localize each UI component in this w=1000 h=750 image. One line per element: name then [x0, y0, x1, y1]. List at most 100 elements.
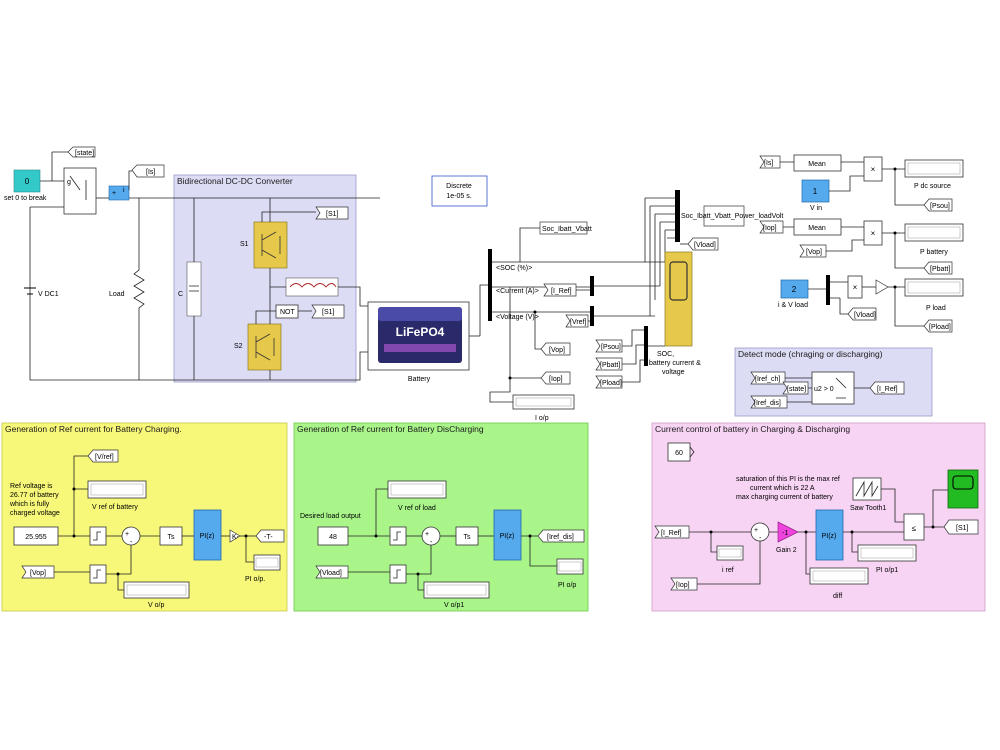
goto-pbatt[interactable]: [Pbatt] [923, 261, 953, 275]
not-gate[interactable]: NOT [275, 304, 299, 319]
from-iop-calc[interactable]: [Iop] [759, 220, 784, 234]
pi-control[interactable]: PI(z) [815, 509, 844, 561]
goto-soc[interactable]: Soc_Ibatt_Vbatt [539, 221, 592, 235]
goto-pload[interactable]: [Pload] [923, 319, 953, 333]
mult-3[interactable]: × [847, 275, 863, 299]
goto-vop[interactable]: [Vop] [540, 342, 571, 356]
mean-2[interactable]: Mean [793, 218, 842, 236]
gain-charging[interactable] [229, 529, 241, 543]
detect-mode: [Iref_ch] [state] [Iref_dis] u2 > 0 [I_R… [750, 371, 905, 409]
gain-2[interactable] [777, 521, 799, 543]
goto-vref-label: [V/ref] [95, 454, 114, 461]
display-vout-charging[interactable] [123, 581, 190, 599]
goto-iref-ch[interactable]: -T- [255, 529, 285, 543]
display-pi-charging[interactable] [253, 554, 281, 571]
ts-charging[interactable]: Ts [159, 526, 183, 546]
gain-pload[interactable] [875, 279, 889, 295]
display-pdc[interactable] [904, 159, 964, 178]
rate-limit-2[interactable] [89, 564, 107, 584]
goto-s1[interactable]: [S1] [943, 519, 979, 535]
mux-main[interactable] [675, 190, 680, 242]
from-iref-ch[interactable]: [Iref_ch] [750, 371, 786, 385]
from-vref-bus[interactable]: [Vref] [565, 314, 589, 328]
display-vref-load[interactable] [387, 480, 447, 499]
scope-control[interactable] [947, 469, 979, 509]
display-vout-discharging[interactable] [423, 581, 490, 599]
from-s1-a[interactable]: [S1] [315, 206, 349, 220]
from-iref-dis-label: [Iref_dis] [754, 400, 781, 407]
relational-op[interactable]: ≤ [903, 513, 925, 541]
from-s1-b[interactable]: [S1] [311, 304, 345, 319]
goto-iop[interactable]: [Iop] [540, 371, 571, 385]
display-pload-label: P load [926, 305, 946, 312]
mult-2[interactable]: × [863, 220, 883, 246]
from-state[interactable]: [state] [782, 381, 809, 395]
from-psou[interactable]: [Psou] [595, 339, 623, 353]
rate-limit-3[interactable] [389, 526, 407, 546]
display-pload[interactable] [904, 278, 964, 297]
mult-1[interactable]: × [863, 156, 883, 182]
pi-discharging[interactable]: PI(z) [493, 509, 522, 561]
load-resistor[interactable] [133, 198, 145, 380]
goto-vload-bus[interactable]: [Vload] [687, 237, 719, 251]
goto-is[interactable]: [Is] [131, 164, 165, 178]
from-vop-calc[interactable]: [Vop] [799, 244, 827, 258]
from-is-calc[interactable]: [Is] [759, 155, 781, 169]
goto-mux[interactable] [703, 205, 745, 227]
charging-const[interactable]: 25.955 [13, 526, 59, 546]
display-io[interactable] [512, 394, 575, 410]
saw-tooth[interactable] [852, 477, 882, 501]
display-diff[interactable] [809, 567, 869, 585]
current-measurement[interactable]: + i [108, 185, 130, 201]
display-iref[interactable] [716, 545, 744, 561]
goto-iref-detect[interactable]: [I_Ref] [869, 381, 905, 395]
switch-s2[interactable] [247, 323, 282, 371]
display-pbatt[interactable] [904, 223, 964, 242]
dc-source[interactable] [24, 287, 36, 295]
bus-soc-label: <SOC (%)> [496, 265, 532, 272]
iv-constant[interactable]: 2 [780, 279, 809, 299]
capacitor[interactable] [186, 198, 202, 380]
sum-charging[interactable]: + - [121, 526, 141, 546]
scope-soc[interactable] [664, 251, 693, 347]
display-vref-battery[interactable] [87, 480, 147, 499]
ts-discharging[interactable]: Ts [455, 526, 479, 546]
display-pi-charging-label: PI o/p. [245, 576, 265, 583]
display-pi-discharging[interactable] [556, 558, 584, 575]
rate-limit-1[interactable] [89, 526, 107, 546]
from-vop-charging[interactable]: [Vop] [21, 565, 55, 579]
goto-psou[interactable]: [Psou] [923, 198, 953, 212]
from-pload[interactable]: [Pload] [595, 375, 623, 389]
const-60[interactable]: 60 [667, 442, 691, 462]
rate-limit-4[interactable] [389, 564, 407, 584]
goto-iref-dis[interactable]: [Iref_dis] [537, 529, 585, 543]
bus-selector[interactable] [488, 249, 492, 321]
inductor[interactable] [285, 277, 339, 297]
from-iref-control[interactable]: [I_Ref] [654, 525, 690, 539]
goto-s1-label: [S1] [956, 525, 969, 532]
from-s1-a-label: [S1] [326, 211, 339, 218]
from-iref-bus[interactable]: [I_Ref] [543, 283, 577, 297]
discharging-const[interactable]: 48 [317, 526, 349, 546]
display-pi-control[interactable] [857, 544, 917, 562]
vin-constant[interactable]: 1 [801, 179, 830, 203]
goto-vref[interactable]: [V/ref] [87, 449, 119, 463]
from-iop-control[interactable]: [Iop] [670, 577, 698, 591]
mean-1[interactable]: Mean [793, 154, 842, 172]
break-constant[interactable]: 0 [13, 169, 41, 193]
pi-charging[interactable]: PI(z) [193, 509, 222, 561]
from-pbatt[interactable]: [Pbatt] [595, 357, 623, 371]
mode-switch[interactable]: u2 > 0 [811, 371, 855, 405]
switch-s1[interactable] [253, 221, 288, 269]
scope-label-3: voltage [662, 369, 685, 376]
powergui-block[interactable]: Discrete 1e-05 s. [431, 175, 488, 207]
battery[interactable]: LiFePO4 [367, 301, 470, 371]
from-iref-dis[interactable]: [Iref_dis] [750, 395, 788, 409]
from-vload-discharging[interactable]: [Vload] [315, 565, 349, 579]
sum-control[interactable]: + - [750, 522, 770, 542]
breaker-switch[interactable]: g [63, 167, 97, 215]
goto-state[interactable]: [state] [67, 146, 96, 158]
goto-iref-ch-label: -T- [264, 534, 273, 541]
goto-vload-calc[interactable]: [Vload] [847, 307, 877, 321]
